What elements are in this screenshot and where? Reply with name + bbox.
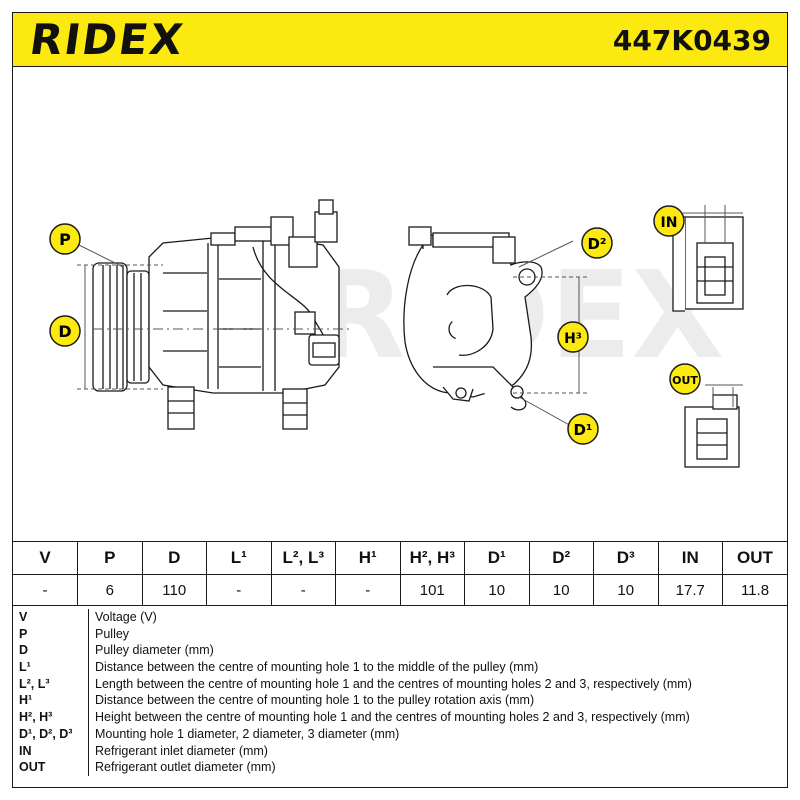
dimension-lines (74, 242, 353, 390)
spec-value: - (271, 574, 336, 606)
legend-description: Length between the centre of mounting ho… (95, 676, 692, 691)
spec-header: L², L³ (271, 541, 336, 575)
legend-description: Mounting hole 1 diameter, 2 diameter, 3 … (95, 726, 400, 741)
part-number: 447K0439 (612, 24, 771, 57)
spec-header: P (77, 541, 143, 575)
legend-description: Distance between the centre of mounting … (95, 660, 539, 675)
callout-d-label: D (58, 322, 71, 341)
legend-description: Pulley (95, 626, 130, 641)
spec-header: IN (658, 541, 723, 575)
technical-drawing: RIDEX (13, 67, 787, 541)
specification-table: V P D L¹ L², L³ H¹ H², H³ D¹ D² D³ IN OU… (13, 541, 787, 606)
spec-value-row: - 6 110 - - - 101 10 10 10 17.7 11.8 (13, 574, 787, 606)
legend-key: H¹ (13, 692, 89, 710)
legend-key: V (13, 609, 89, 626)
spec-header: L¹ (206, 541, 272, 575)
spec-value: 110 (142, 574, 207, 606)
legend-row: V Voltage (V) (13, 609, 787, 626)
callout-p: P (49, 223, 81, 255)
callout-d1: D¹ (567, 413, 599, 445)
legend-key: P (13, 625, 89, 643)
legend-key: D (13, 642, 89, 660)
spec-value: 11.8 (722, 574, 787, 606)
spec-value: 10 (593, 574, 659, 606)
spec-header-row: V P D L¹ L², L³ H¹ H², H³ D¹ D² D³ IN OU… (13, 541, 787, 575)
callout-d2: D² (581, 227, 613, 259)
legend-key: L¹ (13, 659, 89, 676)
spec-value: 6 (77, 574, 143, 606)
legend-row: H¹ Distance between the centre of mounti… (13, 692, 787, 710)
callout-in-label: IN (661, 215, 678, 231)
callout-in: IN (653, 205, 685, 237)
callout-h3: H³ (557, 321, 589, 353)
legend-key: L², L³ (13, 675, 89, 693)
compressor-front-view (403, 226, 543, 411)
callout-out: OUT (669, 363, 701, 395)
spec-value: 101 (400, 574, 465, 606)
legend-row: L¹ Distance between the centre of mounti… (13, 659, 787, 676)
legend-row: OUT Refrigerant outlet diameter (mm) (13, 759, 787, 776)
callout-d1-label: D¹ (573, 421, 592, 439)
spec-value: - (13, 574, 78, 606)
legend-description: Voltage (V) (95, 610, 157, 624)
callout-d2-label: D² (587, 235, 606, 253)
spec-value: 10 (464, 574, 530, 606)
legend-key: H², H³ (13, 709, 89, 726)
spec-value: - (206, 574, 272, 606)
callout-p-label: P (59, 230, 71, 249)
outlet-fitting-drawing (684, 384, 743, 468)
legend-description: Distance between the centre of mounting … (95, 693, 535, 708)
legend-row: D Pulley diameter (mm) (13, 642, 787, 660)
spec-header: H¹ (335, 541, 401, 575)
spec-header: V (13, 541, 78, 575)
legend-row: P Pulley (13, 625, 787, 643)
spec-value: 17.7 (658, 574, 723, 606)
legend-description: Height between the centre of mounting ho… (95, 710, 690, 725)
datasheet-frame: RIDEX 447K0439 RIDEX (12, 12, 788, 788)
compressor-side-view (92, 199, 340, 430)
callout-d: D (49, 315, 81, 347)
brand-logo: RIDEX (26, 15, 188, 64)
legend-row: IN Refrigerant inlet diameter (mm) (13, 742, 787, 760)
legend-description: Refrigerant inlet diameter (mm) (95, 743, 268, 758)
legend-list: V Voltage (V) P Pulley D Pulley diameter… (13, 609, 787, 776)
spec-header: D (142, 541, 207, 575)
legend-key: D¹, D², D³ (13, 725, 89, 743)
spec-value: - (335, 574, 401, 606)
callout-h3-label: H³ (564, 331, 582, 347)
legend-description: Refrigerant outlet diameter (mm) (95, 760, 276, 775)
legend-row: D¹, D², D³ Mounting hole 1 diameter, 2 d… (13, 725, 787, 743)
spec-value: 10 (529, 574, 594, 606)
legend-key: IN (13, 742, 89, 760)
spec-header: H², H³ (400, 541, 465, 575)
legend-row: H², H³ Height between the centre of moun… (13, 709, 787, 726)
callout-out-label: OUT (672, 374, 698, 387)
legend-description: Pulley diameter (mm) (95, 643, 214, 658)
spec-header: D² (529, 541, 594, 575)
spec-header: D³ (593, 541, 659, 575)
compressor-drawing: RIDEX (49, 199, 744, 468)
header-bar: RIDEX 447K0439 (13, 13, 787, 67)
legend-row: L², L³ Length between the centre of moun… (13, 675, 787, 693)
spec-header: D¹ (464, 541, 530, 575)
legend-key: OUT (13, 759, 89, 776)
spec-header: OUT (722, 541, 787, 575)
